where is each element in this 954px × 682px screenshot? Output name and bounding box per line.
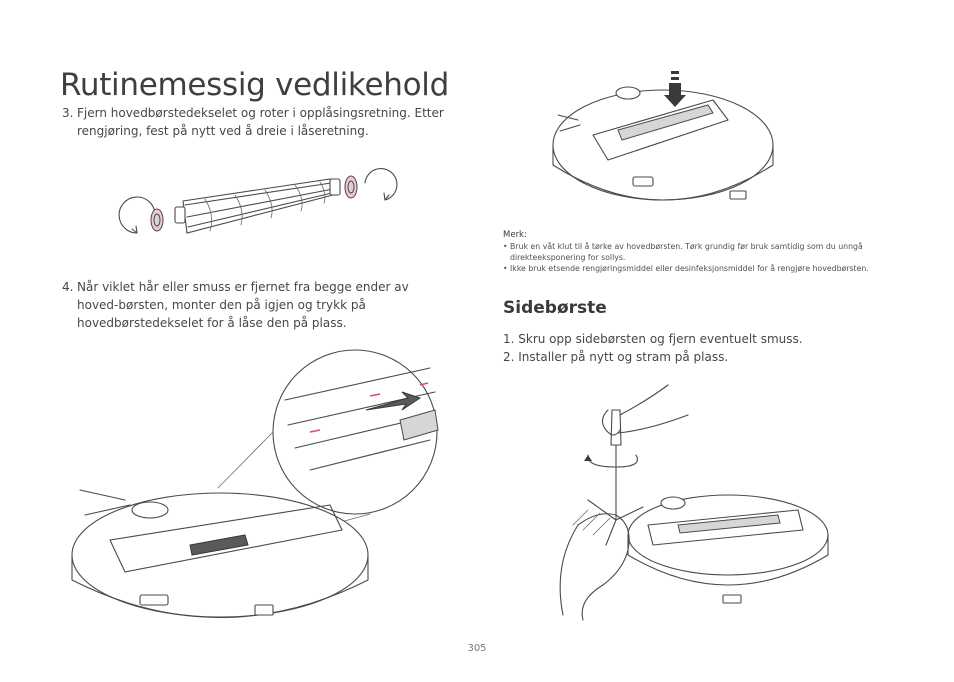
brush-cap-left [150, 208, 164, 232]
page-number: 305 [467, 643, 487, 654]
brush-cap-right [344, 175, 358, 199]
step-3-number: 3. [62, 106, 74, 120]
hand-holding-robot [559, 513, 630, 621]
side-brush-illustration [559, 384, 829, 621]
robot-press-cover-illustration [552, 71, 774, 201]
main-brush-roller [174, 178, 341, 234]
page-title: Rutinemessig vedlikehold [60, 66, 449, 103]
press-arrow-icon [365, 391, 422, 411]
side-brush-heading: Sidebørste [503, 298, 607, 318]
step-3: 3. Fjern hovedbørstedekselet og roter i … [62, 104, 452, 140]
step-4-number: 4. [62, 280, 74, 294]
step-4-text: Når viklet hår eller smuss er fjernet fr… [77, 280, 409, 330]
screwdriver [610, 409, 622, 521]
side-brush-step: 1. Skru opp sidebørsten og fjern eventue… [503, 332, 803, 346]
unlock-arrow-left [118, 196, 156, 234]
robot-reassembly-illustration [71, 349, 439, 619]
step-4: 4. Når viklet hår eller smuss er fjernet… [62, 278, 452, 332]
note-item: Ikke bruk etsende rengjøringsmiddel elle… [503, 263, 903, 274]
zoom-detail-circle [272, 349, 439, 515]
robot-vacuum-top [552, 86, 774, 201]
main-brush-illustration [118, 167, 398, 234]
side-brush-steps: 1. Skru opp sidebørsten og fjern eventue… [503, 330, 803, 366]
note-list: Bruk en våt klut til å tørke av hovedbør… [503, 241, 903, 274]
note-label: Merk: [503, 230, 527, 240]
rotate-arrow-icon [587, 454, 638, 468]
robot-vacuum-body [71, 489, 369, 619]
hand-holding-screwdriver [617, 384, 689, 434]
step-3-text: Fjern hovedbørstedekselet og roter i opp… [77, 106, 444, 138]
side-brush [587, 499, 644, 546]
down-arrow-icon [664, 71, 686, 107]
note-item: Bruk en våt klut til å tørke av hovedbør… [503, 241, 903, 263]
side-brush-step: 2. Installer på nytt og stram på plass. [503, 350, 729, 364]
lock-arrow-right [364, 167, 398, 201]
robot-vacuum-side [627, 494, 829, 604]
